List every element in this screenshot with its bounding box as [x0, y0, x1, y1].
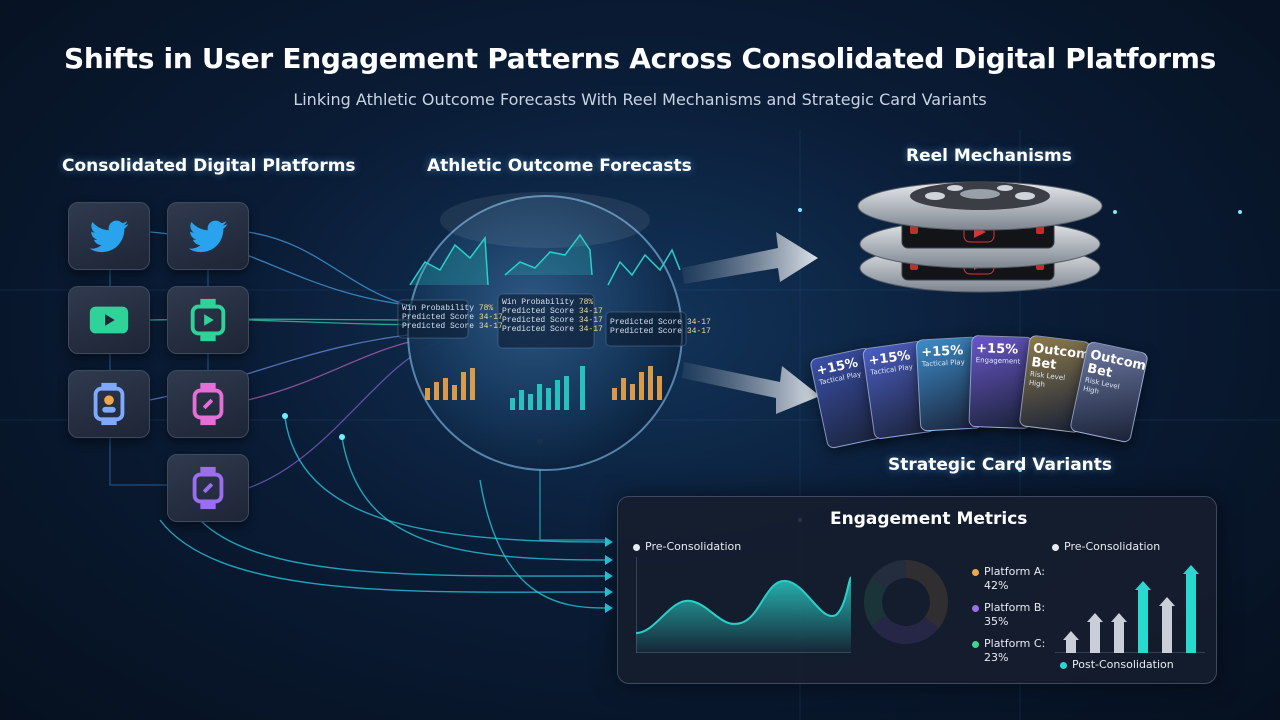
smartwatch-purple-icon: [192, 466, 224, 510]
forecast-orb: [397, 192, 687, 471]
platform-tile-video[interactable]: [68, 286, 150, 354]
bar-arrow-head: [1063, 631, 1079, 640]
pie-legend-item: Platform B:35%: [972, 601, 1045, 629]
engagement-metrics-panel: Engagement Metrics Pre-Consolidation Pla…: [617, 496, 1217, 684]
bar-arrow-head: [1183, 565, 1199, 574]
pie-legend-item: Platform C:23%: [972, 637, 1045, 665]
bar-arrow-head: [1159, 597, 1175, 606]
bar: [1186, 573, 1196, 653]
stat-row: Predicted Score 34-17: [502, 325, 603, 334]
platform-tile-watch-video[interactable]: [167, 286, 249, 354]
stat-row: Predicted Score 34-17: [610, 318, 711, 327]
bar: [1138, 589, 1148, 653]
area-chart: [636, 557, 851, 653]
play-button-icon: [89, 306, 129, 334]
twitter-bird-icon: [188, 220, 228, 253]
stat-row: Predicted Score 34-17: [402, 322, 503, 331]
bar: [1090, 621, 1100, 653]
platform-tile-twitter-2[interactable]: [167, 202, 249, 270]
stat-row: Predicted Score 34-17: [502, 307, 603, 316]
page-subtitle: Linking Athletic Outcome Forecasts With …: [293, 90, 987, 109]
bar-arrow-head: [1111, 613, 1127, 622]
bar: [1066, 639, 1076, 653]
bar: [1114, 621, 1124, 653]
bar-arrow-head: [1087, 613, 1103, 622]
bar-legend-pre: Pre-Consolidation: [1052, 540, 1160, 553]
metrics-title: Engagement Metrics: [830, 509, 1028, 529]
reels-label: Reel Mechanisms: [906, 146, 1072, 166]
stat-row: Win Probability 78%: [502, 298, 594, 307]
twitter-bird-icon: [89, 220, 129, 253]
platform-tile-watch-profile[interactable]: [68, 370, 150, 438]
platform-tile-watch-purple[interactable]: [167, 454, 249, 522]
smartwatch-pink-icon: [192, 382, 224, 426]
orb-stats-left: Win Probability 78% Predicted Score 34-1…: [402, 304, 503, 331]
area-legend: Pre-Consolidation: [633, 540, 741, 553]
orb-stats-center: Win Probability 78% Predicted Score 34-1…: [502, 298, 603, 334]
stat-row: Predicted Score 34-17: [610, 327, 711, 336]
smartwatch-play-icon: [190, 298, 226, 342]
card-label: Tactical Play: [921, 358, 965, 369]
arrows: [682, 232, 820, 414]
pie-legend-item: Platform A:42%: [972, 565, 1045, 593]
platform-tile-watch-pink[interactable]: [167, 370, 249, 438]
reel-stack: [857, 181, 1103, 293]
stat-row: Predicted Score 34-17: [502, 316, 603, 325]
stat-row: Predicted Score 34-17: [402, 313, 503, 322]
page-title: Shifts in User Engagement Patterns Acros…: [63, 42, 1217, 75]
stat-row: Win Probability 78%: [402, 304, 494, 313]
card-label: Engagement: [975, 356, 1021, 366]
platforms-label: Consolidated Digital Platforms: [62, 156, 356, 176]
cards-label: Strategic Card Variants: [888, 455, 1113, 475]
bar-legend-post: Post-Consolidation: [1060, 658, 1174, 671]
pie-legend: Platform A:42% Platform B:35% Platform C…: [972, 565, 1045, 665]
bar-chart: [1055, 565, 1205, 653]
bar: [1162, 605, 1172, 653]
smartwatch-profile-icon: [93, 382, 125, 426]
orb-stats-right: Predicted Score 34-17 Predicted Score 34…: [610, 318, 711, 336]
forecasts-label: Athletic Outcome Forecasts: [427, 156, 692, 176]
bar-arrow-head: [1135, 581, 1151, 590]
platform-tile-twitter[interactable]: [68, 202, 150, 270]
